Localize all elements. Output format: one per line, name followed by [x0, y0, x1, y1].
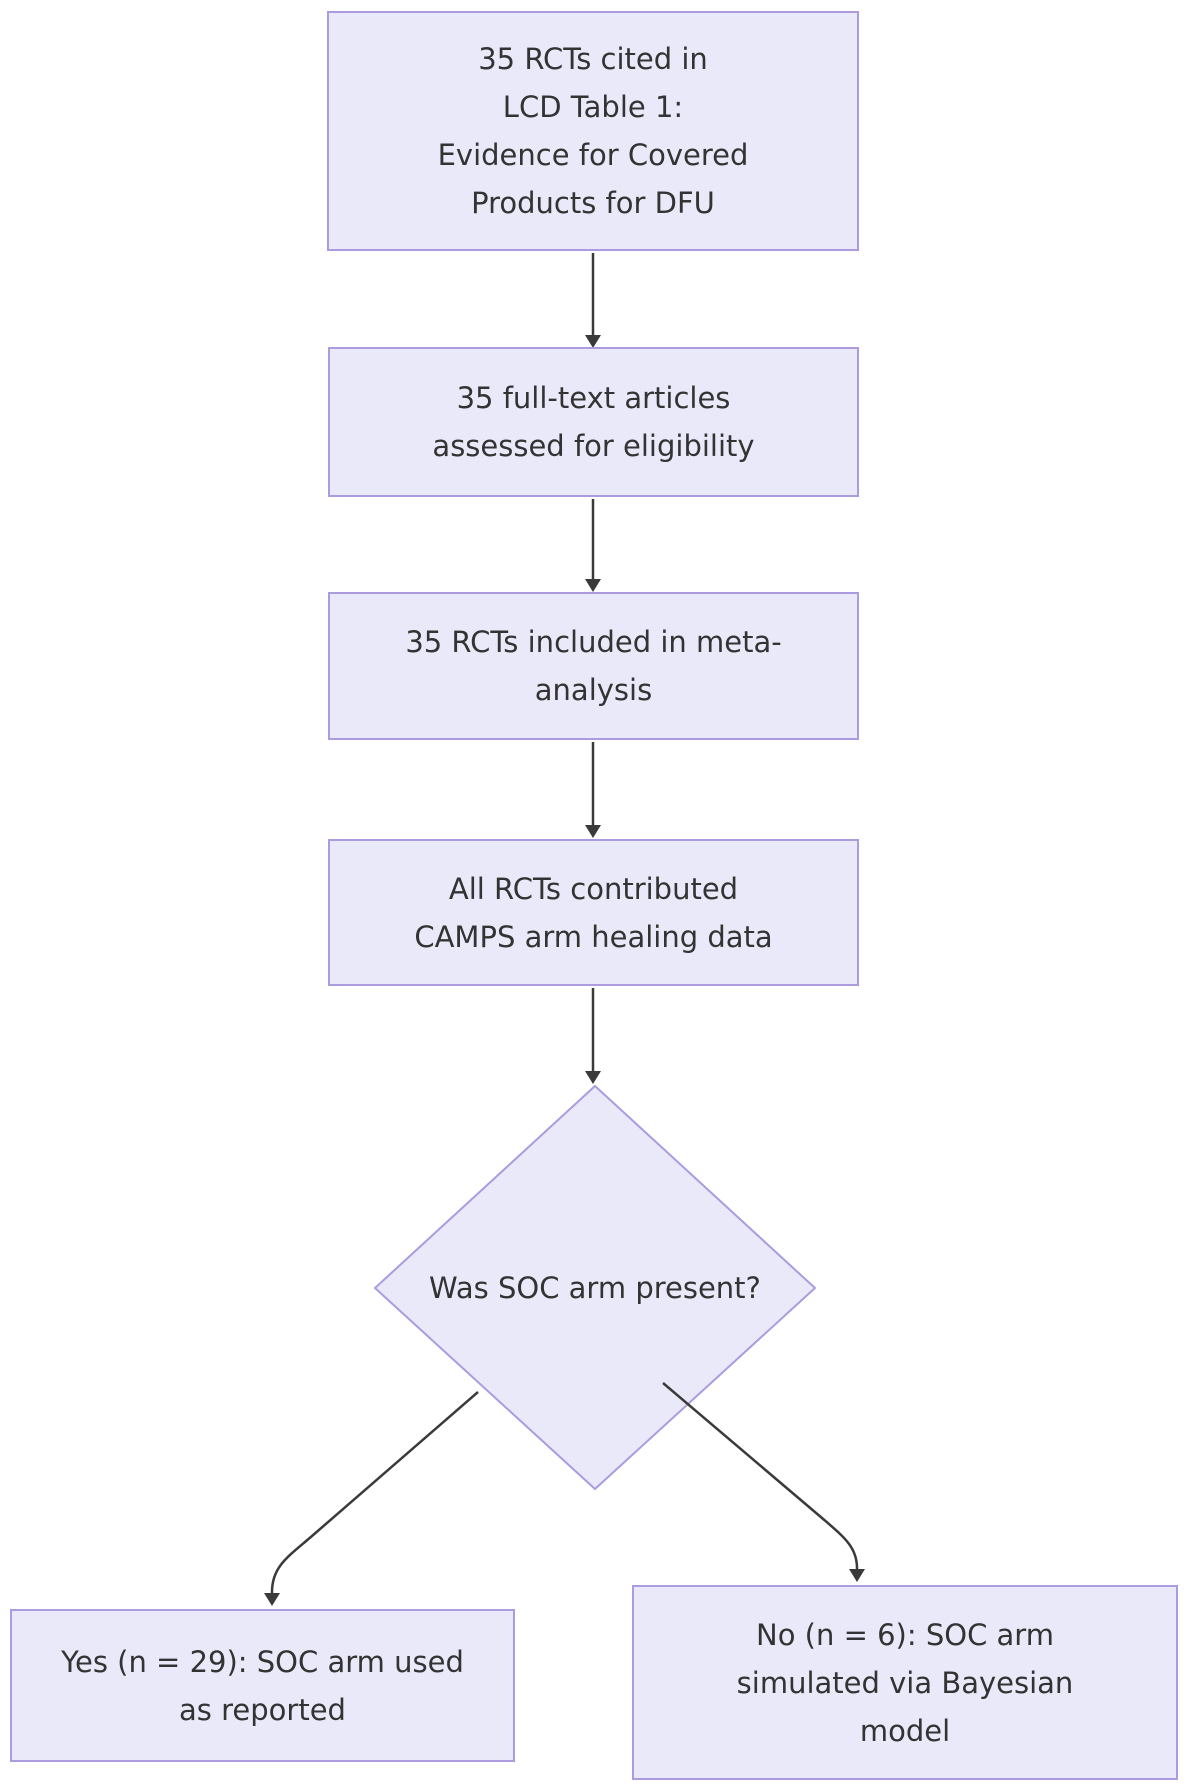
decision-soc-arm-present: Was SOC arm present?: [429, 1271, 761, 1305]
node-no-soc-simulated: No (n = 6): SOC arm simulated via Bayesi…: [632, 1585, 1178, 1780]
decision-diamond-shape: [373, 1084, 817, 1491]
arrow-decision-to-no: [662, 1382, 865, 1582]
arrow-decision-to-yes: [264, 1391, 479, 1606]
arrow-meta-to-camps: [585, 742, 601, 838]
node-fulltext-assessed: 35 full-text articles assessed for eligi…: [328, 347, 859, 497]
node-included-meta-analysis: 35 RCTs included in meta- analysis: [328, 592, 859, 740]
arrow-camps-to-decision: [585, 988, 601, 1084]
node-yes-soc-reported: Yes (n = 29): SOC arm used as reported: [10, 1609, 515, 1762]
arrow-fulltext-to-meta: [585, 499, 601, 592]
arrow-cited-to-fulltext: [585, 253, 601, 348]
node-camps-healing-data: All RCTs contributed CAMPS arm healing d…: [328, 839, 859, 986]
node-rcts-cited: 35 RCTs cited in LCD Table 1: Evidence f…: [327, 11, 859, 251]
